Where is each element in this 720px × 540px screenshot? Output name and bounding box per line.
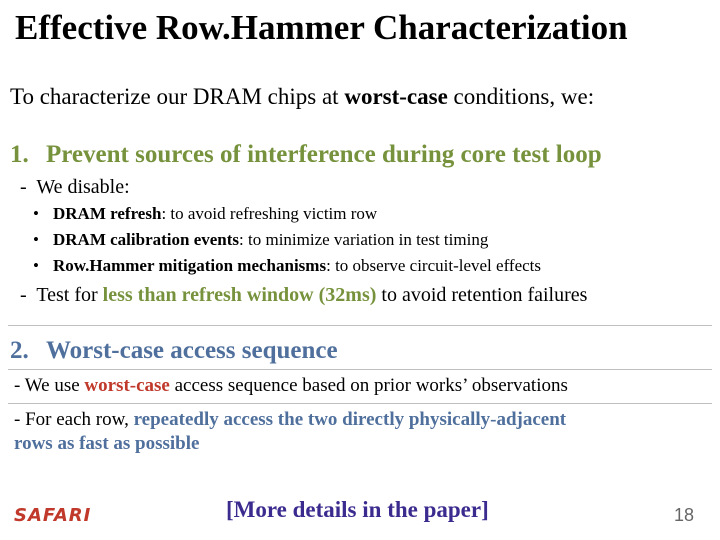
intro-text: To characterize our DRAM chips at worst-… bbox=[10, 84, 595, 109]
divider bbox=[8, 369, 712, 370]
bullet-item: •Row.Hammer mitigation mechanisms: to ob… bbox=[33, 256, 542, 275]
section2-line1: - We use worst-case access sequence base… bbox=[14, 375, 568, 396]
divider bbox=[8, 403, 712, 404]
more-details-link: [More details in the paper] bbox=[226, 497, 489, 522]
bullet-item: •DRAM calibration events: to minimize va… bbox=[33, 230, 489, 249]
safari-logo: SAFARI bbox=[14, 505, 92, 526]
bullet-item: •DRAM refresh: to avoid refreshing victi… bbox=[33, 204, 378, 223]
section2-line2: - For each row, repeatedly access the tw… bbox=[14, 409, 567, 430]
intro-emphasis: worst-case bbox=[344, 84, 448, 109]
section2-line2-cont: rows as fast as possible bbox=[14, 433, 200, 454]
page-number: 18 bbox=[674, 505, 695, 525]
section1-sub2: - Test for less than refresh window (32m… bbox=[20, 284, 588, 306]
section2-heading: 2.Worst-case access sequence bbox=[10, 337, 338, 364]
divider bbox=[8, 325, 712, 326]
section1-heading: 1.Prevent sources of interference during… bbox=[10, 141, 602, 168]
section1-sub1: - We disable: bbox=[20, 176, 130, 198]
slide-title: Effective Row.Hammer Characterization bbox=[15, 8, 628, 47]
